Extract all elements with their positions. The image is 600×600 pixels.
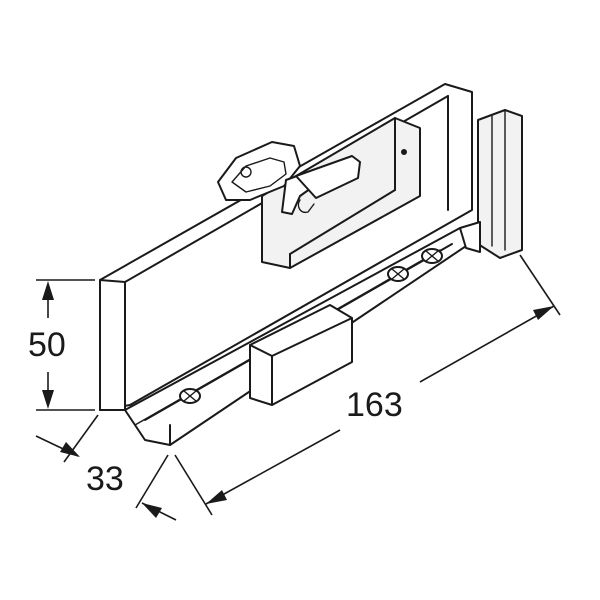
length-dimension-line	[174, 254, 561, 516]
length-dimension-label: 163	[346, 386, 403, 424]
lock-recess	[261, 117, 421, 269]
key-icon	[217, 141, 361, 215]
height-dimension-label: 50	[28, 326, 66, 364]
screw-icon	[421, 248, 443, 264]
depth-dimension-label: 33	[86, 460, 124, 498]
clamp-block	[249, 304, 353, 406]
height-dimension-line	[36, 279, 95, 411]
screw-icon	[179, 388, 201, 404]
back-clamp-channel	[477, 109, 523, 259]
screw-icon	[387, 266, 409, 282]
depth-dimension-line	[35, 414, 177, 521]
pin-hole-icon	[401, 149, 407, 155]
